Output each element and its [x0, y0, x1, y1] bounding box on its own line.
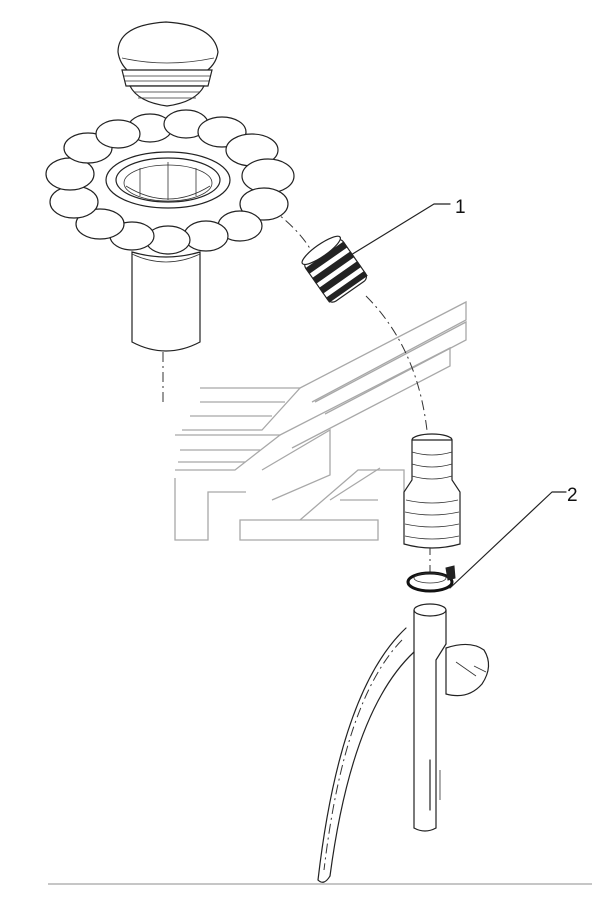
cap — [117, 21, 219, 107]
hose-coupling-lower — [403, 433, 461, 549]
petal-ring — [45, 109, 295, 255]
hose-clamp — [406, 565, 456, 593]
callout-1: 1 — [345, 197, 466, 259]
callout-label-2: 2 — [567, 485, 578, 506]
outlet-tube-and-tine — [317, 603, 490, 883]
callout-2: 2 — [449, 485, 578, 589]
hose-coupling-upper — [301, 235, 368, 303]
callout-label-1: 1 — [455, 197, 466, 218]
distributor-head — [45, 21, 295, 352]
down-tube — [131, 251, 201, 352]
